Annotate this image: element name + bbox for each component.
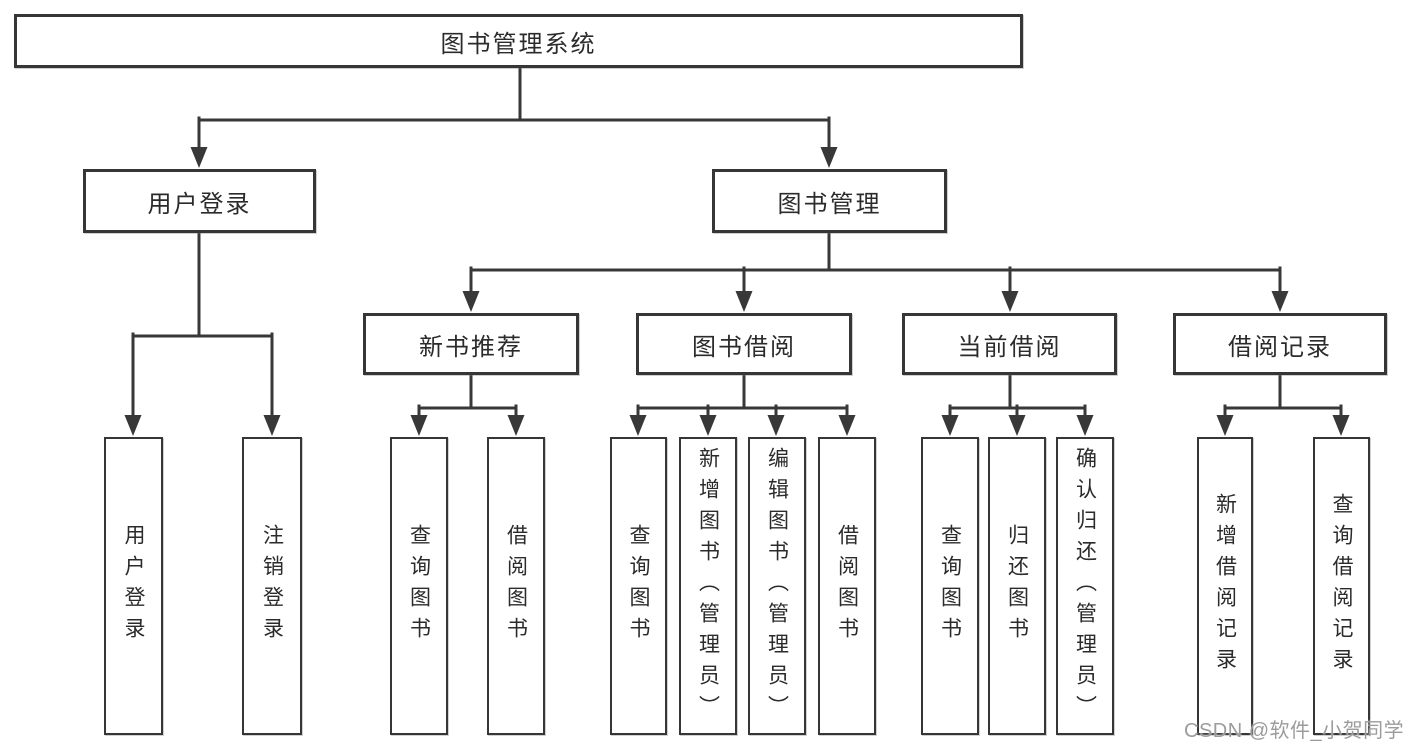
leaf-add-book-admin: 新增图书（管理员）	[679, 437, 737, 735]
leaf-edit-book-admin: 编辑图书（管理员）	[748, 437, 806, 735]
leaf-recommend-borrow-book: 借阅图书	[487, 437, 545, 735]
node-new-book-recommend-label: 新书推荐	[419, 333, 523, 361]
leaf-recommend-borrow-book-label: 借阅图书	[504, 524, 528, 648]
node-new-book-recommend: 新书推荐	[363, 313, 579, 375]
node-book-borrow: 图书借阅	[636, 313, 852, 375]
node-book-management: 图书管理	[712, 169, 947, 233]
leaf-borrow-query-book-label: 查询图书	[627, 524, 650, 648]
node-borrow-records-label: 借阅记录	[1228, 333, 1332, 361]
leaf-recommend-query-book-label: 查询图书	[407, 524, 431, 648]
node-user-login-label: 用户登录	[147, 190, 252, 218]
leaf-confirm-return-admin-label: 确认归还（管理员）	[1073, 446, 1097, 726]
edge-recommend-to-leaves	[417, 373, 518, 422]
leaf-add-book-admin-label: 新增图书（管理员）	[696, 446, 720, 726]
node-user-login: 用户登录	[83, 169, 316, 233]
node-borrow-records: 借阅记录	[1173, 313, 1387, 375]
leaf-return-book-label: 归还图书	[1005, 524, 1029, 648]
edge-bookmgmt-to-level3	[469, 231, 1282, 298]
node-book-management-label: 图书管理	[777, 190, 882, 218]
leaf-logout-label: 注销登录	[260, 524, 284, 648]
node-book-borrow-label: 图书借阅	[692, 333, 796, 361]
leaf-user-login: 用户登录	[104, 437, 163, 735]
node-library-management-system: 图书管理系统	[14, 14, 1023, 68]
leaf-return-book: 归还图书	[988, 437, 1046, 735]
leaf-user-login-label: 用户登录	[122, 524, 145, 648]
node-library-management-system-label: 图书管理系统	[440, 30, 597, 58]
arrowheads	[124, 147, 1350, 436]
leaf-edit-book-admin-label: 编辑图书（管理员）	[765, 446, 789, 726]
edge-userlogin-to-leaves	[131, 231, 274, 422]
edge-root-to-level2	[197, 66, 831, 154]
node-current-borrow: 当前借阅	[902, 313, 1117, 375]
leaf-borrow-book: 借阅图书	[818, 437, 876, 735]
leaf-confirm-return-admin: 确认归还（管理员）	[1056, 437, 1114, 735]
edge-current-to-leaves	[948, 373, 1087, 422]
edge-borrow-to-leaves	[636, 373, 849, 422]
leaf-current-query-book-label: 查询图书	[938, 524, 962, 648]
leaf-recommend-query-book: 查询图书	[390, 437, 448, 735]
leaf-logout: 注销登录	[242, 437, 302, 735]
edge-records-to-leaves	[1223, 373, 1343, 422]
watermark: CSDN @软件_小贺同学	[1184, 720, 1405, 742]
leaf-current-query-book: 查询图书	[921, 437, 979, 735]
leaf-query-borrow-record: 查询借阅记录	[1313, 437, 1370, 735]
leaf-add-borrow-record: 新增借阅记录	[1197, 437, 1253, 735]
node-current-borrow-label: 当前借阅	[957, 333, 1062, 361]
leaf-query-borrow-record-label: 查询借阅记录	[1330, 493, 1353, 679]
leaf-add-borrow-record-label: 新增借阅记录	[1213, 493, 1237, 679]
leaf-borrow-query-book: 查询图书	[610, 437, 667, 735]
leaf-borrow-book-label: 借阅图书	[835, 524, 859, 648]
